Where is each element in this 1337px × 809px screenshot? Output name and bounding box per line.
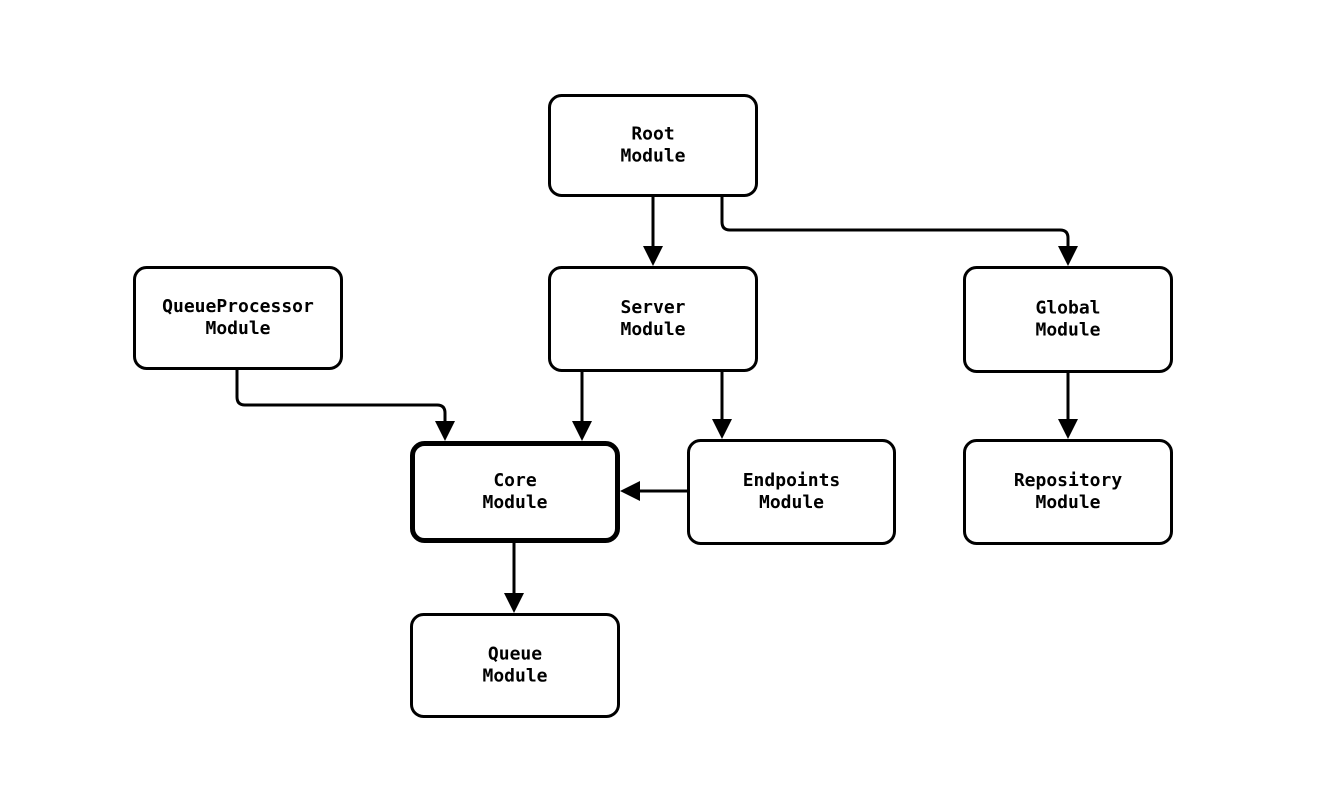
node-label-line2: Module — [620, 146, 685, 167]
node-box[interactable] — [410, 613, 620, 718]
node-label-line2: Module — [482, 666, 547, 687]
node-label-line1: Global — [1035, 298, 1100, 319]
arrowhead-icon — [1058, 246, 1078, 266]
edge-line — [720, 197, 1070, 252]
edge-core-to-queue — [504, 543, 524, 613]
edge-line — [235, 370, 447, 427]
node-label-line2: Module — [205, 318, 270, 339]
edge-global-to-repository — [1058, 373, 1078, 439]
node-box[interactable] — [963, 266, 1173, 373]
node-box[interactable] — [963, 439, 1173, 545]
node-box[interactable] — [687, 439, 896, 545]
node-label-line2: Module — [1035, 492, 1100, 513]
node-label-line1: QueueProcessor — [162, 296, 314, 317]
node-box[interactable] — [133, 266, 343, 370]
edge-queueprocessor-to-core — [235, 370, 455, 441]
edge-root-to-global — [720, 197, 1078, 266]
edge-root-to-server — [643, 197, 663, 266]
edge-server-to-endpoints — [712, 372, 732, 439]
arrowhead-icon — [504, 593, 524, 613]
node-box[interactable] — [410, 441, 620, 543]
node-label-line2: Module — [1035, 320, 1100, 341]
arrowhead-icon — [1058, 419, 1078, 439]
node-label-line1: Queue — [488, 644, 542, 665]
node-box[interactable] — [548, 94, 758, 197]
arrowhead-icon — [712, 419, 732, 439]
arrowhead-icon — [572, 421, 592, 441]
nodes-layer: RootModuleQueueProcessorModuleServerModu… — [133, 94, 1173, 718]
node-label-line1: Endpoints — [743, 470, 841, 491]
node-label-line1: Core — [493, 470, 537, 491]
node-label-line2: Module — [620, 319, 685, 340]
node-label-line1: Repository — [1014, 470, 1123, 491]
arrowhead-icon — [620, 481, 640, 501]
arrowhead-icon — [435, 421, 455, 441]
node-label-line1: Server — [620, 297, 685, 318]
node-label-line2: Module — [759, 492, 824, 513]
arrowhead-icon — [643, 246, 663, 266]
edges-layer — [235, 197, 1078, 613]
node-label-line1: Root — [631, 124, 674, 145]
edge-endpoints-to-core — [620, 481, 687, 501]
edge-server-to-core — [572, 372, 592, 441]
node-label-line2: Module — [482, 492, 547, 513]
node-box[interactable] — [548, 266, 758, 372]
